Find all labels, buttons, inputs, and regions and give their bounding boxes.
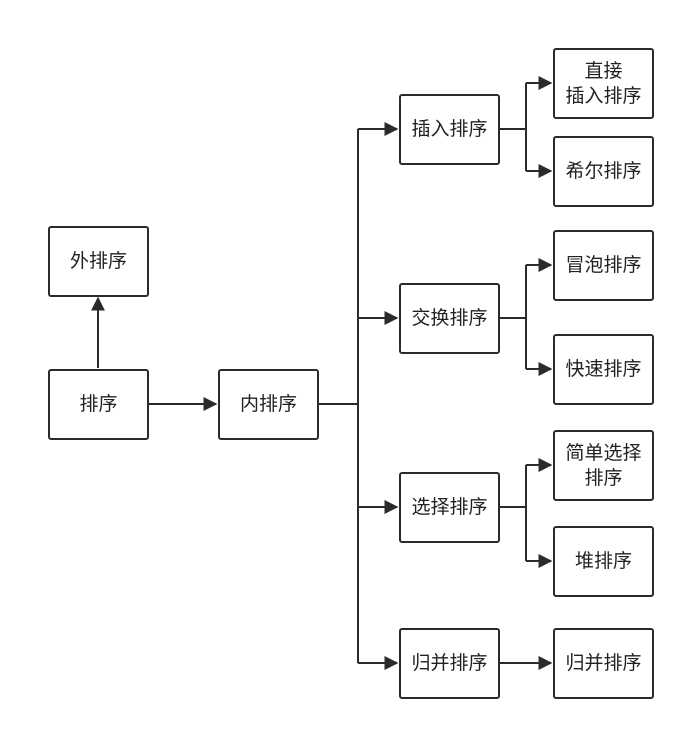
node-internal-sort-label: 内排序: [239, 393, 297, 416]
node-shell-sort-label: 希尔排序: [565, 160, 642, 183]
node-shell-sort: 希尔排序: [553, 136, 654, 207]
node-simple-selection-sort: 简单选择 排序: [553, 430, 654, 501]
node-exchange-sort-label: 交换排序: [411, 307, 488, 330]
node-selection-sort: 选择排序: [399, 472, 500, 543]
node-quick-sort-label: 快速排序: [565, 358, 642, 381]
node-merge-sort-label: 归并排序: [411, 652, 488, 675]
node-selection-sort-label: 选择排序: [411, 496, 488, 519]
node-sort: 排序: [48, 369, 149, 440]
edge-internal-sort-trunk: [319, 129, 359, 663]
node-external-sort-label: 外排序: [69, 250, 127, 273]
node-simple-selection-sort-label: 简单选择 排序: [565, 441, 642, 489]
node-insertion-sort-label: 插入排序: [411, 118, 488, 141]
node-bubble-sort-label: 冒泡排序: [565, 254, 642, 277]
node-heap-sort-label: 堆排序: [574, 550, 632, 573]
node-merge-sort-leaf-label: 归并排序: [565, 652, 642, 675]
node-bubble-sort: 冒泡排序: [553, 230, 654, 301]
node-heap-sort: 堆排序: [553, 526, 654, 597]
edge-selection-sort-trunk: [500, 465, 527, 561]
node-exchange-sort: 交换排序: [399, 283, 500, 354]
node-sort-label: 排序: [79, 393, 118, 416]
node-external-sort: 外排序: [48, 226, 149, 297]
node-internal-sort: 内排序: [218, 369, 319, 440]
node-insertion-sort: 插入排序: [399, 94, 500, 165]
node-merge-sort: 归并排序: [399, 628, 500, 699]
node-direct-insertion-sort: 直接 插入排序: [553, 48, 654, 119]
node-direct-insertion-sort-label: 直接 插入排序: [565, 59, 642, 107]
edge-insertion-sort-trunk: [500, 83, 527, 171]
node-quick-sort: 快速排序: [553, 334, 654, 405]
node-merge-sort-leaf: 归并排序: [553, 628, 654, 699]
edge-exchange-sort-trunk: [500, 265, 527, 369]
